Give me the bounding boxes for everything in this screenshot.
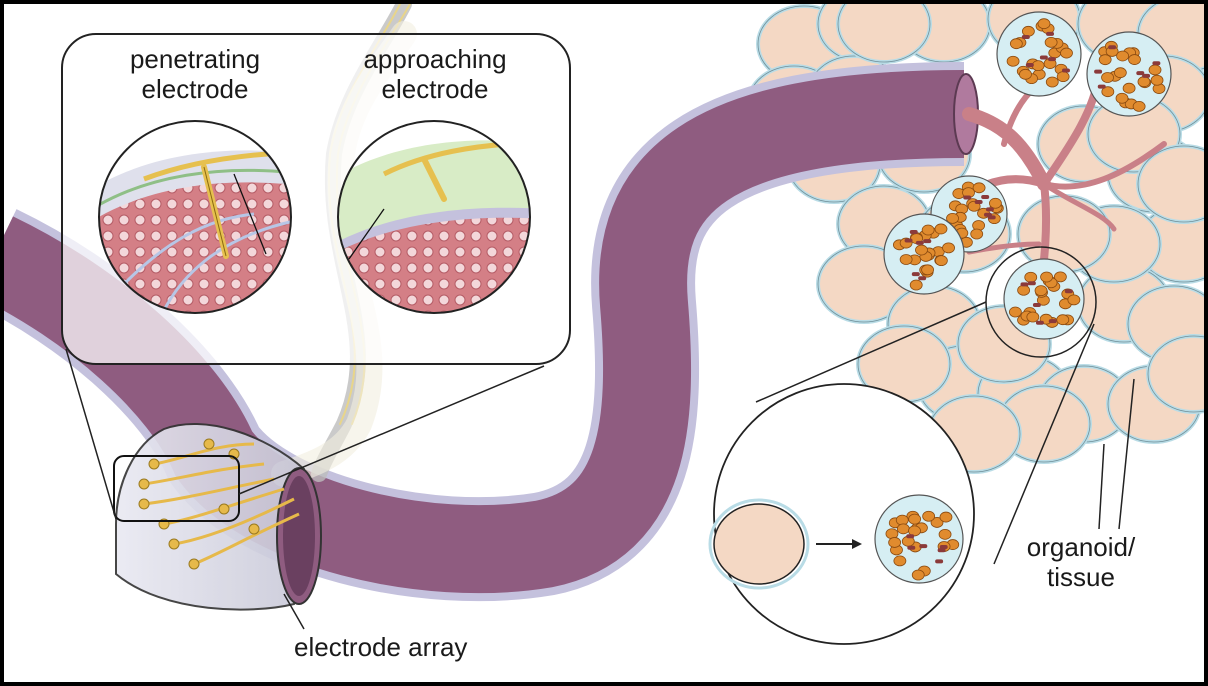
zoom-line bbox=[993, 323, 1095, 565]
zoom-line bbox=[755, 301, 987, 403]
organoid-tissue-label: organoid/ tissue bbox=[1026, 532, 1136, 592]
organoid-leader bbox=[1098, 443, 1105, 530]
electrode-cuff bbox=[113, 422, 322, 611]
array-leader bbox=[283, 593, 305, 630]
inset-leader bbox=[65, 348, 117, 520]
organoid-leader bbox=[1118, 378, 1135, 530]
cell-activation-inset bbox=[708, 383, 975, 645]
penetrating-electrode-label: penetrating electrode bbox=[129, 44, 261, 104]
inset-leader bbox=[238, 365, 545, 495]
illustration bbox=[4, 4, 1204, 645]
approaching-electrode-label: approaching electrode bbox=[363, 44, 507, 104]
electrode-types-inset bbox=[61, 33, 571, 365]
activated-cells bbox=[883, 11, 1172, 340]
electrode-array-label: electrode array bbox=[294, 632, 468, 662]
